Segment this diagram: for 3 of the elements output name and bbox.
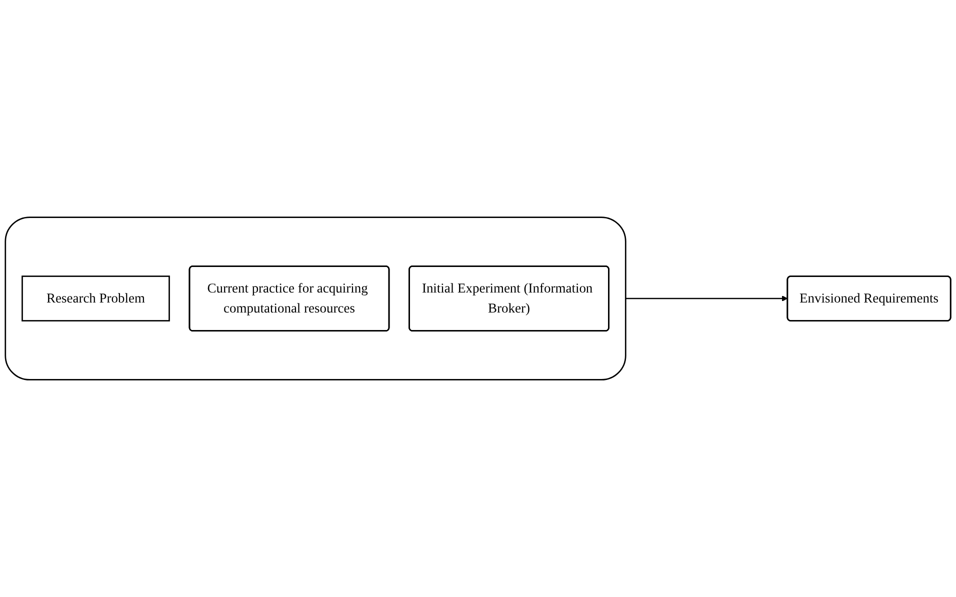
node-box: Research Problem [22, 276, 170, 322]
arrow [626, 296, 788, 302]
cluster [4, 216, 626, 380]
